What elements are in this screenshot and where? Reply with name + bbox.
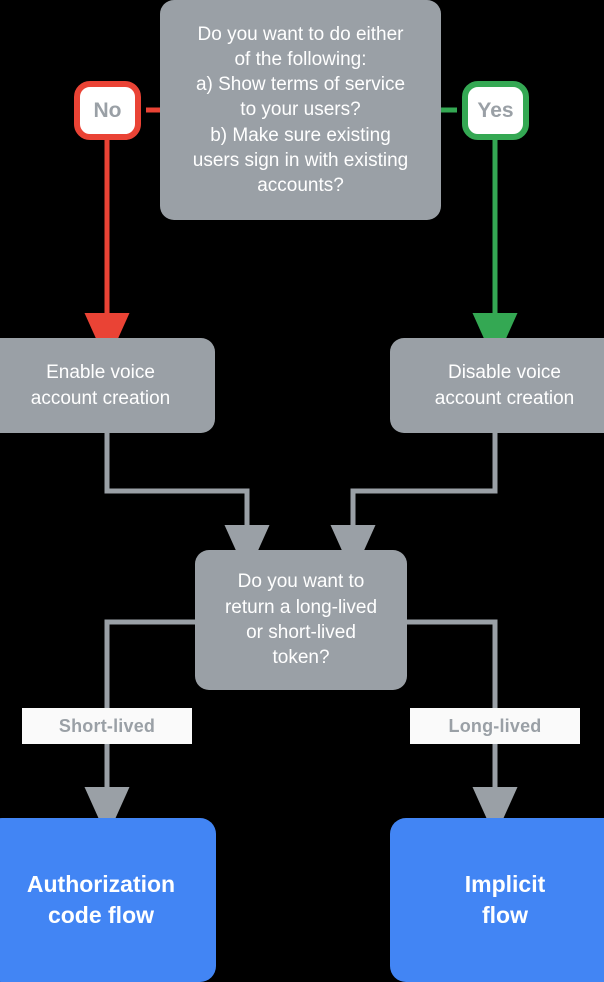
decision-box-token-lifetime-label: Do you want to return a long-lived or sh… [224,571,378,669]
branch-no-pill[interactable]: No [74,81,141,140]
edge-label-short-lived-text: Short-lived [58,715,156,736]
branch-no-label: No [93,98,122,122]
edge-label-short-lived: Short-lived [22,708,192,744]
edge-decision2-to-short-lived [84,619,195,837]
node-disable-voice-account-creation[interactable]: Disable voice account creation [390,338,604,433]
branch-yes-pill[interactable]: Yes [462,81,529,140]
outcome-authorization-code-flow[interactable]: Authorization code flow [0,818,216,982]
edge-enable-to-decision2 [104,433,270,575]
node-enable-voice-account-creation-label: Enable voice account creation [30,362,171,409]
edge-label-long-lived: Long-lived [410,708,580,744]
outcome-implicit-flow[interactable]: Implicit flow [390,818,604,982]
node-enable-voice-account-creation[interactable]: Enable voice account creation [0,338,215,433]
edge-decision2-to-long-lived [407,619,518,837]
branch-yes-label: Yes [477,98,514,122]
decision-box-account-creation[interactable]: Do you want to do either of the followin… [160,0,441,220]
edge-label-long-lived-text: Long-lived [448,715,542,736]
outcome-implicit-flow-label: Implicit flow [464,871,546,928]
decision-box-token-lifetime[interactable]: Do you want to return a long-lived or sh… [195,550,407,690]
edge-disable-to-decision2 [330,433,498,575]
outcome-authorization-code-flow-label: Authorization code flow [26,871,176,928]
decision-box-account-creation-label: Do you want to do either of the followin… [192,23,409,197]
node-disable-voice-account-creation-label: Disable voice account creation [434,362,575,409]
